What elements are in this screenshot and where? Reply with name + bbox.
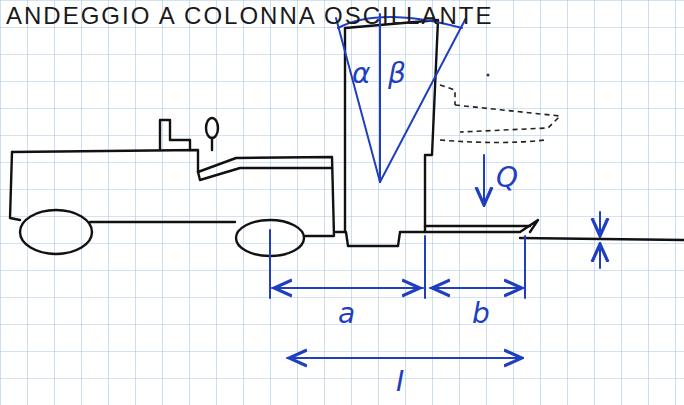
sheet-title: ANDEGGIO A COLONNA OSCILLANTE	[6, 4, 493, 28]
dimension-label: b	[472, 300, 490, 328]
load-label: Q	[496, 164, 518, 192]
dimension-label: a	[338, 300, 355, 328]
angle-label: α	[352, 60, 370, 88]
dimension-label: I	[396, 368, 404, 396]
angle-label: β	[388, 60, 406, 88]
